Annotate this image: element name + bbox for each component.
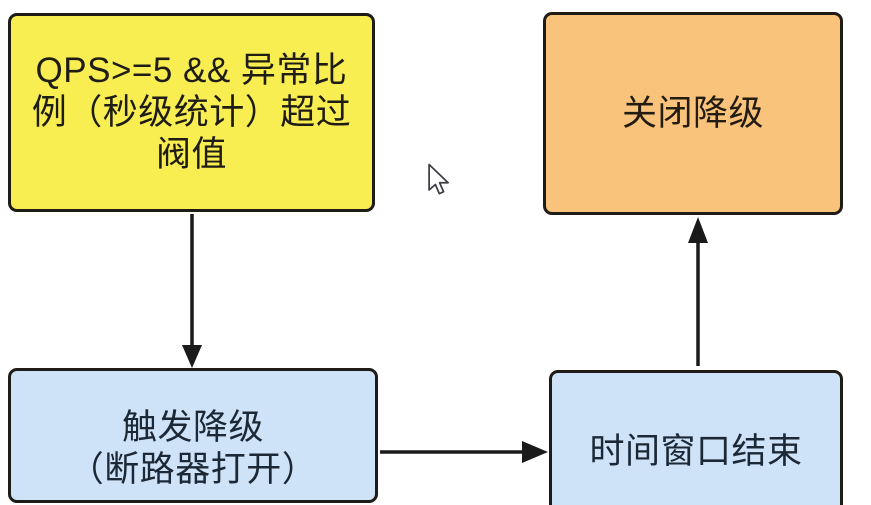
arrow-condition-to-trigger bbox=[182, 214, 202, 368]
arrow-window-to-close bbox=[688, 217, 708, 366]
node-trigger-degrade-label: 触发降级 （断路器打开） bbox=[68, 407, 318, 489]
node-time-window-label: 时间窗口结束 bbox=[589, 431, 803, 471]
arrow-trigger-to-window bbox=[380, 441, 548, 463]
node-close-degrade: 关闭降级 bbox=[543, 12, 843, 215]
mouse-cursor-icon bbox=[428, 163, 449, 195]
node-time-window: 时间窗口结束 bbox=[549, 370, 843, 505]
node-condition-label: QPS>=5 && 异常比 例（秒级统计）超过 阀值 bbox=[31, 50, 352, 174]
node-trigger-degrade: 触发降级 （断路器打开） bbox=[8, 368, 378, 503]
node-close-degrade-label: 关闭降级 bbox=[621, 93, 764, 133]
node-condition: QPS>=5 && 异常比 例（秒级统计）超过 阀值 bbox=[8, 13, 375, 212]
